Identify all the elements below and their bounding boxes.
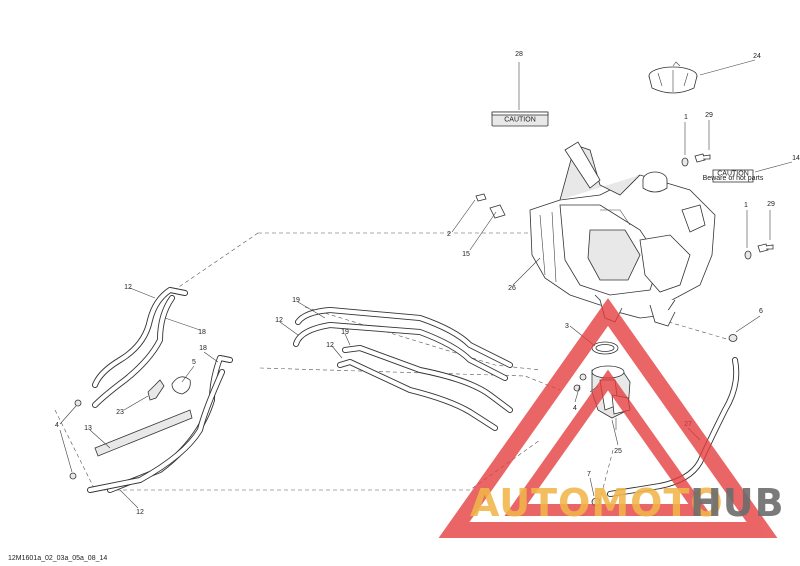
caution-plate-text: CAUTION (504, 117, 536, 124)
warning-label-title: CAUTION (717, 171, 749, 178)
callout-12-bottom: 12 (136, 509, 144, 516)
warning-label-text: Beware of hot parts (703, 175, 764, 182)
callout-29-upper: 29 (705, 112, 713, 119)
watermark-text: AUTOMOTO HUB (470, 481, 785, 525)
filler-cap (648, 61, 698, 94)
callout-4-pump: 4 (573, 405, 577, 412)
callout-12-upper: 12 (275, 317, 283, 324)
callout-23: 23 (116, 409, 124, 416)
callout-18-left-lower: 18 (199, 345, 207, 352)
callout-24: 24 (753, 53, 761, 60)
hose-19-upper (295, 307, 513, 368)
callout-25: 25 (614, 448, 622, 455)
callout-12-left-top: 12 (124, 284, 132, 291)
callout-15: 15 (462, 251, 470, 258)
callout-14: 14 (792, 155, 800, 162)
callout-13: 13 (84, 425, 92, 432)
callout-19-upper: 19 (292, 297, 300, 304)
hose-18-left-top (92, 295, 175, 408)
callout-1-upper: 1 (684, 114, 688, 121)
callout-3: 3 (565, 323, 569, 330)
callout-1-right: 1 (744, 202, 748, 209)
watermark-logo (438, 298, 778, 538)
fuel-tank-assembly (529, 141, 716, 327)
callout-numbers: 28 24 29 1 14 1 29 2 15 26 6 3 4 27 25 7… (55, 51, 800, 516)
callout-7: 7 (587, 471, 591, 478)
callout-5: 5 (192, 359, 196, 366)
callout-26: 26 (508, 285, 516, 292)
hose-12-left-top (92, 287, 188, 388)
callout-19-lower: 19 (341, 329, 349, 336)
callout-18-left-top: 18 (198, 329, 206, 336)
watermark-brand-left: AUTOMOTO (470, 481, 724, 525)
bracket-23 (147, 379, 165, 401)
drawing-code: 12M1601a_02_03a_05a_08_14 (8, 555, 107, 562)
callout-2: 2 (447, 231, 451, 238)
callout-6: 6 (759, 308, 763, 315)
watermark-brand-right: HUB (690, 481, 785, 525)
callout-12-lower: 12 (326, 342, 334, 349)
watermark-triangle-outer (438, 298, 778, 538)
hose-19-lower (342, 345, 513, 413)
warning-label: CAUTION Beware of hot parts (703, 169, 764, 183)
hose-12-upper (293, 322, 508, 381)
hose-12-left-lower (87, 369, 225, 493)
clip-5 (171, 376, 191, 395)
caution-plate: CAUTION (491, 111, 549, 127)
hose-12-lower (337, 359, 498, 431)
leader-lines (59, 59, 793, 509)
callout-29-right: 29 (767, 201, 775, 208)
callout-4-left: 4 (55, 422, 59, 429)
callout-28: 28 (515, 51, 523, 58)
watermark-triangle-inner (504, 369, 712, 516)
heat-shield-13 (94, 409, 193, 457)
